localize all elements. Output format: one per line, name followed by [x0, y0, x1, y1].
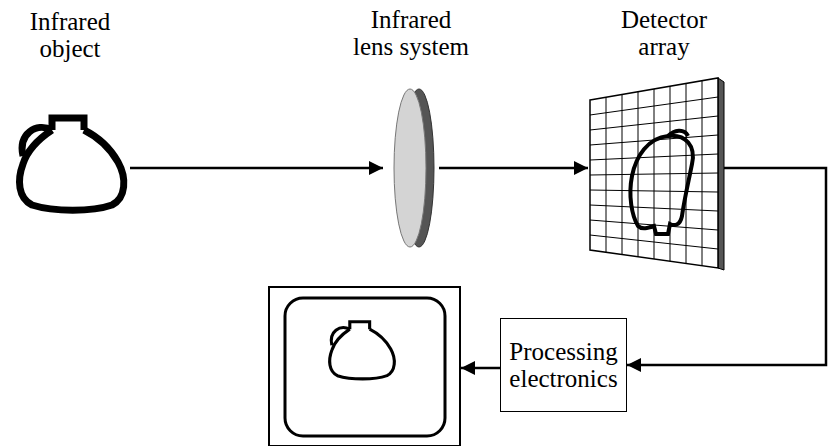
jug-neck: [350, 322, 370, 329]
part-heading: Infrared lens system: [349, 6, 474, 60]
part-heading: Infrared object: [8, 8, 133, 62]
box-label: Processing electronics: [509, 338, 617, 392]
jug-drawing: [10, 112, 130, 210]
grid-line: [590, 173, 718, 175]
grid-line: [590, 235, 718, 249]
jug-handle: [331, 328, 350, 346]
process-box: Processing electronics: [500, 318, 627, 412]
grid-line: [590, 190, 718, 192]
lens-system: Infrared lens system: [383, 88, 439, 248]
displayed-image: [330, 322, 395, 379]
jug-body: [20, 130, 124, 210]
grid-line: [590, 154, 718, 160]
lens-face: [394, 89, 426, 247]
detector-grid: [590, 81, 718, 266]
grid-line: [590, 116, 718, 130]
monitor-housing: [269, 287, 460, 446]
jug-neck: [52, 118, 84, 130]
infrared-object: Infrared object: [10, 112, 130, 210]
monitor-screen: [285, 298, 445, 436]
lens-drawing: [383, 88, 439, 248]
grid-line: [590, 97, 718, 115]
projected-image: [630, 131, 692, 234]
signal-arrow: [439, 167, 588, 170]
object-figure: [20, 118, 124, 210]
jug-handle: [22, 128, 52, 156]
signal-arrow: [130, 167, 383, 170]
detector-side: [718, 78, 724, 270]
grid-line: [590, 205, 718, 211]
signal-arrow: [461, 367, 500, 370]
detector-array: Detector array: [588, 76, 724, 270]
detector-drawing: [588, 76, 724, 270]
part-heading: Detector array: [602, 6, 727, 60]
detector-face: [590, 78, 718, 268]
jug-body: [330, 329, 395, 379]
